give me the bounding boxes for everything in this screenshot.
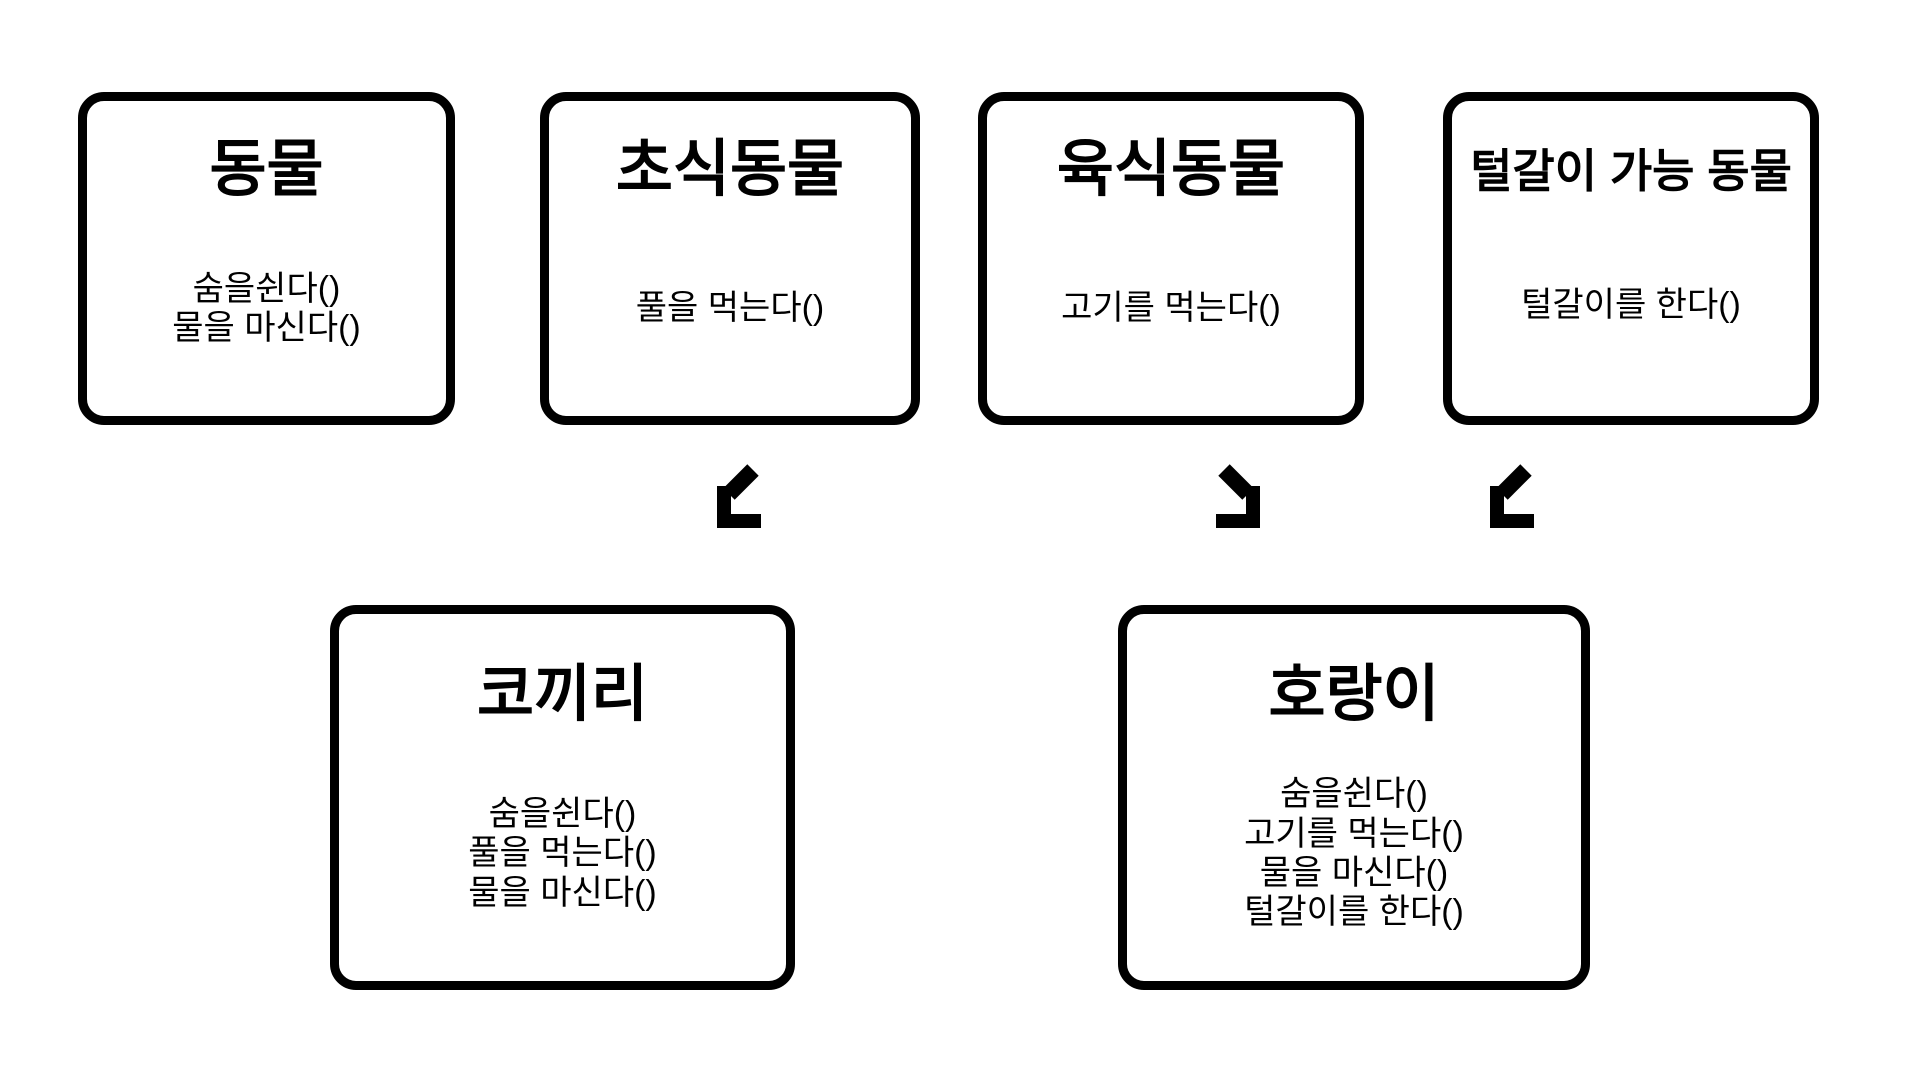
class-box-carnivore: 육식동물 고기를 먹는다() bbox=[978, 92, 1364, 425]
method-label: 물을 마신다() bbox=[172, 309, 361, 348]
method-label: 풀을 먹는다() bbox=[468, 834, 657, 873]
method-list: 풀을 먹는다() bbox=[636, 289, 825, 328]
method-label: 풀을 먹는다() bbox=[635, 289, 825, 328]
method-label: 물을 마신다() bbox=[1259, 854, 1449, 893]
class-title: 육식동물 bbox=[1056, 135, 1286, 204]
method-list: 숨을쉰다() 고기를 먹는다() 물을 마신다() 털갈이를 한다() bbox=[1244, 775, 1464, 933]
object-box-tiger: 호랑이 숨을쉰다() 고기를 먹는다() 물을 마신다() 털갈이를 한다() bbox=[1118, 605, 1590, 990]
arrow-down-right-icon bbox=[1212, 458, 1282, 528]
class-title: 털갈이 가능 동물 bbox=[1470, 145, 1792, 197]
class-title: 초식동물 bbox=[615, 135, 845, 204]
arrow-down-left-icon bbox=[695, 458, 765, 528]
method-label: 고기를 먹는다() bbox=[1061, 289, 1281, 328]
object-box-elephant: 코끼리 숨을쉰다() 풀을 먹는다() 물을 마신다() bbox=[330, 605, 795, 990]
class-box-molting-animal: 털갈이 가능 동물 털갈이를 한다() bbox=[1443, 92, 1819, 425]
method-label: 숨을쉰다() bbox=[1280, 775, 1428, 814]
method-label: 물을 마신다() bbox=[468, 873, 657, 912]
class-box-herbivore: 초식동물 풀을 먹는다() bbox=[540, 92, 920, 425]
method-list: 숨을쉰다() 풀을 먹는다() 물을 마신다() bbox=[468, 795, 657, 913]
object-title: 호랑이 bbox=[1268, 660, 1440, 729]
method-list: 고기를 먹는다() bbox=[1061, 289, 1281, 328]
class-title: 동물 bbox=[209, 135, 324, 204]
method-label: 털갈이를 한다() bbox=[1521, 285, 1741, 324]
object-title: 코끼리 bbox=[476, 660, 649, 729]
arrow-down-left-icon bbox=[1468, 458, 1538, 528]
method-label: 숨을쉰다() bbox=[488, 794, 637, 833]
method-list: 털갈이를 한다() bbox=[1521, 286, 1741, 325]
class-box-animal: 동물 숨을쉰다() 물을 마신다() bbox=[78, 92, 455, 425]
method-label: 숨을쉰다() bbox=[192, 269, 341, 308]
method-list: 숨을쉰다() 물을 마신다() bbox=[172, 270, 361, 349]
method-label: 털갈이를 한다() bbox=[1244, 893, 1464, 932]
method-label: 고기를 먹는다() bbox=[1244, 814, 1464, 853]
